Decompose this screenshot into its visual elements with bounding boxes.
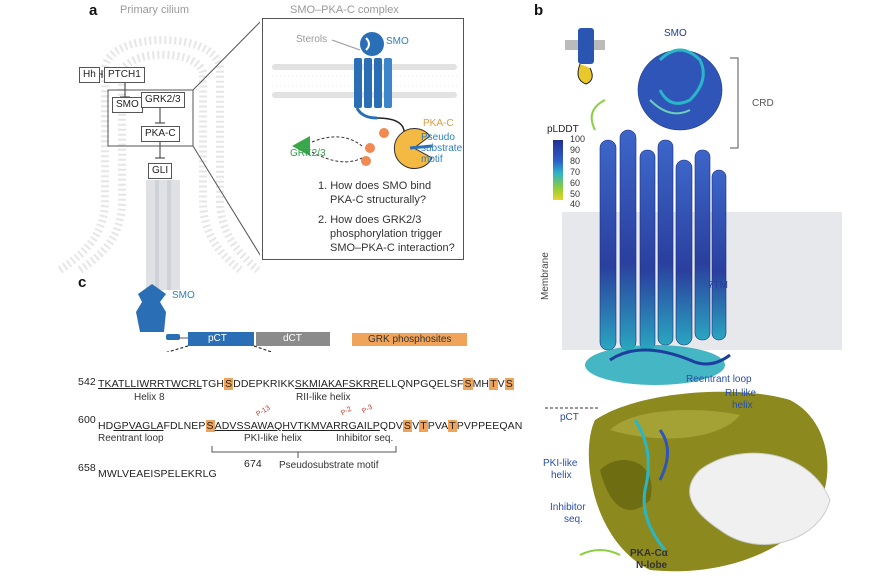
- helix8-label: Helix 8: [134, 392, 165, 403]
- plddt-tick-50: 50: [570, 189, 581, 199]
- sterols-label: Sterols: [296, 34, 328, 45]
- question-1a: 1. How does SMO bind: [318, 180, 432, 192]
- question-1b: PKA-C structurally?: [330, 194, 426, 206]
- complex-illustration: [272, 32, 457, 170]
- seq-line-3: MWLVEAEISPELEKRLG: [98, 468, 217, 480]
- pki-helix-label: PKI-like helix: [244, 433, 302, 444]
- grk-label-a: GRK2/3: [290, 148, 326, 159]
- reentrant-label-b: Reentrant loop: [686, 374, 752, 385]
- complex-title: SMO–PKA-C complex: [290, 4, 399, 16]
- pkac-nlobe-2: N-lobe: [636, 560, 668, 571]
- p-label-13: P-13: [255, 404, 272, 419]
- tm-label: 7TM: [708, 280, 728, 291]
- plddt-tick-100: 100: [570, 134, 586, 144]
- reentrant-label-c: Reentrant loop: [98, 433, 164, 444]
- question-2c: SMO–PKA-C interaction?: [330, 242, 455, 254]
- pct-label-b: pCT: [560, 412, 579, 423]
- pkac-nlobe-1: PKA-Cα: [630, 548, 668, 559]
- cilium-illustration: [57, 21, 260, 290]
- cilium-title: Primary cilium: [120, 4, 190, 16]
- node-hh: Hh: [79, 67, 100, 83]
- smo-label-b: SMO: [664, 28, 687, 39]
- panel-c-letter: c: [78, 274, 87, 291]
- seq-line-1: TKATLLIWRRTWCRLTGHSDDEPKRIKKSKMIAKAFSKRR…: [98, 378, 514, 390]
- plddt-title: pLDDT: [547, 124, 579, 135]
- node-ptch1: PTCH1: [104, 67, 145, 83]
- pki-label-b1: PKI-like: [543, 458, 578, 469]
- panel-a-letter: a: [89, 2, 98, 19]
- node-gli: GLI: [148, 163, 173, 179]
- seq-num-542: 542: [78, 376, 96, 388]
- plddt-tick-90: 90: [570, 145, 581, 155]
- pseudo-label-1: Pseudo: [421, 132, 455, 143]
- smo-label-c: SMO: [172, 290, 195, 301]
- question-2b: phosphorylation trigger: [330, 228, 442, 240]
- rii-label-2: helix: [732, 400, 753, 411]
- pkac-label-a: PKA-C: [423, 118, 454, 129]
- p-label-2: P-2: [339, 405, 353, 418]
- pkac-clobe-2: C-lobe: [768, 422, 800, 433]
- pseudo-label-2: substrate: [421, 143, 463, 154]
- seq-num-600: 600: [78, 414, 96, 426]
- plddt-tick-40: 40: [570, 199, 581, 209]
- structure-illustration: [545, 28, 842, 572]
- smo-topology: [136, 284, 330, 352]
- inhibitor-label-c: Inhibitor seq.: [336, 433, 394, 444]
- dct-box-label: dCT: [283, 333, 302, 344]
- rii-helix-label: RII-like helix: [296, 392, 351, 403]
- seq-num-674: 674: [244, 458, 262, 470]
- plddt-tick-60: 60: [570, 178, 581, 188]
- node-smo: SMO: [112, 97, 143, 113]
- membrane-label: Membrane: [540, 252, 551, 300]
- complex-box: [262, 18, 464, 260]
- node-pkac: PKA-C: [141, 126, 180, 142]
- pseudo-motif-label: Pseudosubstrate motif: [279, 460, 379, 471]
- rii-label-1: RII-like: [725, 388, 757, 399]
- pseudosubstrate-bracket: [211, 446, 397, 458]
- plddt-tick-70: 70: [570, 167, 581, 177]
- p-label-3: P-3: [360, 403, 374, 416]
- inhibitor-label-b1: Inhibitor: [550, 502, 586, 513]
- seq-num-658: 658: [78, 462, 96, 474]
- pct-box-label: pCT: [208, 333, 227, 344]
- pki-label-b2: helix: [551, 470, 572, 481]
- crd-label: CRD: [752, 98, 774, 109]
- inhibitor-label-b2: seq.: [564, 514, 583, 525]
- seq-line-2: HDGPVAGLAFDLNEPSADVSSAWAQHVTKMVARRGAILPQ…: [98, 420, 523, 432]
- question-2a: 2. How does GRK2/3: [318, 214, 422, 226]
- smo-label-a: SMO: [386, 36, 409, 47]
- node-grk23: GRK2/3: [141, 92, 185, 108]
- plddt-tick-80: 80: [570, 156, 581, 166]
- pkac-clobe-1: PKA-Cα: [762, 410, 800, 421]
- panel-b-letter: b: [534, 2, 544, 19]
- grk-legend: GRK phosphosites: [352, 333, 468, 346]
- pseudo-label-3: motif: [421, 154, 443, 165]
